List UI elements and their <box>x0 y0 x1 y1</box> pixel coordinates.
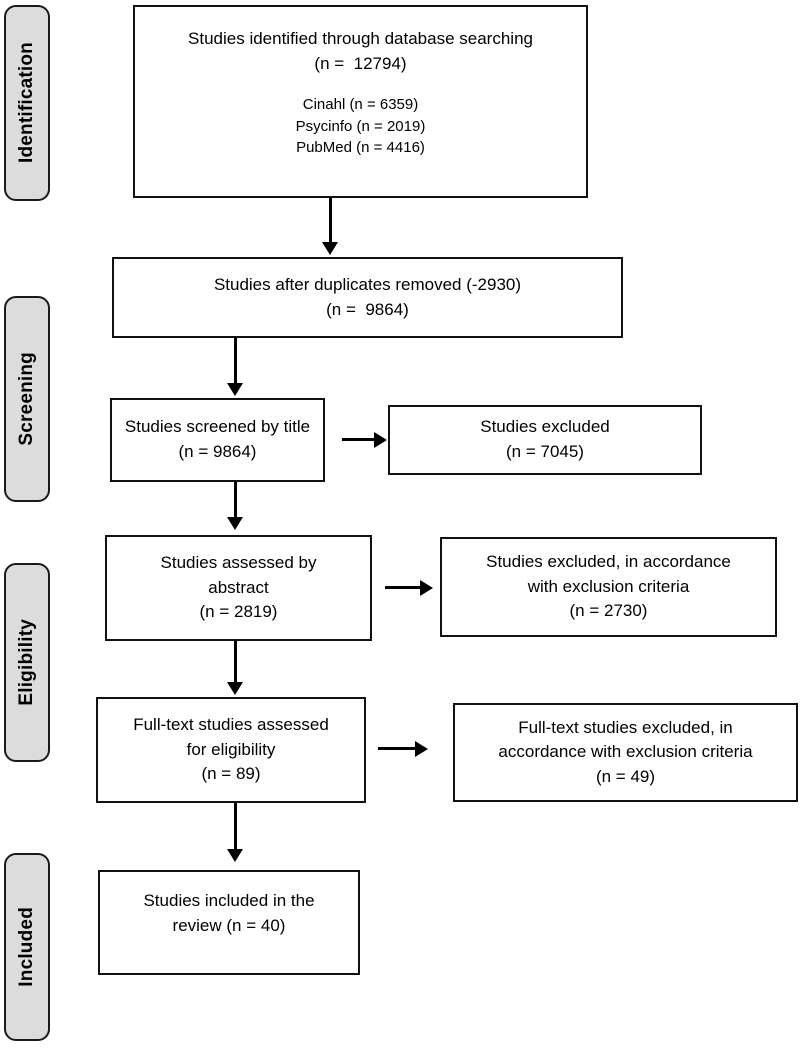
box-duplicates-removed: Studies after duplicates removed (-2930)… <box>112 257 623 338</box>
box-assessed-by-abstract: Studies assessed by abstract (n = 2819) <box>105 535 372 641</box>
box-fulltext-excluded-line2: accordance with exclusion criteria <box>498 742 753 762</box>
box-fulltext-excluded-total: (n = 49) <box>595 766 656 786</box>
box-studies-identified-source-pubmed: PubMed (n = 4416) <box>296 138 425 156</box>
box-studies-excluded-title: Studies excluded (n = 7045) <box>388 405 702 475</box>
box-studies-identified-source-cinahl: Cinahl (n = 6359) <box>302 96 419 114</box>
box-studies-identified-line1: Studies identified through database sear… <box>188 29 533 48</box>
box-assessed-by-abstract-line2: abstract <box>208 577 269 597</box>
stage-tab-eligibility-label: Eligibility <box>16 619 37 706</box>
arrow-abstract-to-excluded-line <box>385 586 422 589</box>
arrow-screened-to-excluded-head <box>374 432 387 448</box>
stage-tab-screening-label: Screening <box>16 352 37 446</box>
box-included-in-review-line1: Studies included in the <box>143 891 315 910</box>
box-assessed-by-abstract-total: (n = 2819) <box>199 602 278 622</box>
box-fulltext-assessed-line1: Full-text studies assessed <box>133 715 329 735</box>
box-studies-excluded-abstract: Studies excluded, in accordance with exc… <box>440 537 777 637</box>
box-studies-identified: Studies identified through database sear… <box>133 5 588 198</box>
arrow-duplicates-to-screened-head <box>227 383 243 396</box>
box-assessed-by-abstract-line1: Studies assessed by <box>160 553 317 573</box>
box-screened-by-title-line1: Studies screened by title <box>124 417 311 437</box>
box-studies-identified-total: (n = 12794) <box>314 53 407 73</box>
arrow-fulltext-to-included-line <box>234 803 237 851</box>
box-duplicates-removed-total: (n = 9864) <box>326 299 409 319</box>
arrow-abstract-to-fulltext-head <box>227 682 243 695</box>
box-fulltext-assessed-total: (n = 89) <box>201 764 261 784</box>
arrow-duplicates-to-screened-line <box>234 338 237 385</box>
stage-tab-included: Included <box>4 853 50 1041</box>
stage-tab-included-label: Included <box>16 907 37 987</box>
arrow-abstract-to-excluded-head <box>420 580 433 596</box>
arrow-screened-to-excluded-line <box>342 438 376 441</box>
box-fulltext-excluded: Full-text studies excluded, in accordanc… <box>453 703 798 802</box>
arrow-fulltext-to-excluded-head <box>415 741 428 757</box>
arrow-fulltext-to-included-head <box>227 849 243 862</box>
box-fulltext-assessed: Full-text studies assessed for eligibili… <box>96 697 366 803</box>
arrow-abstract-to-fulltext-line <box>234 641 237 684</box>
stage-tab-identification: Identification <box>4 5 50 201</box>
box-screened-by-title-total: (n = 9864) <box>178 442 257 461</box>
arrow-identified-to-duplicates-line <box>329 198 332 244</box>
box-duplicates-removed-line1: Studies after duplicates removed (-2930) <box>213 274 522 294</box>
arrow-fulltext-to-excluded-line <box>378 747 417 750</box>
box-studies-excluded-title-total: (n = 7045) <box>506 442 584 461</box>
box-included-in-review: Studies included in the review (n = 40) <box>98 870 360 975</box>
box-fulltext-excluded-line1: Full-text studies excluded, in <box>518 717 733 737</box>
arrow-screened-to-abstract-line <box>234 482 237 519</box>
box-screened-by-title: Studies screened by title (n = 9864) <box>110 398 325 482</box>
box-spacer <box>143 76 578 94</box>
box-studies-excluded-abstract-total: (n = 2730) <box>569 601 648 621</box>
box-studies-excluded-abstract-line2: with exclusion criteria <box>527 576 690 596</box>
arrow-identified-to-duplicates-head <box>322 242 338 255</box>
stage-tab-screening: Screening <box>4 296 50 502</box>
arrow-screened-to-abstract-head <box>227 517 243 530</box>
box-studies-excluded-title-line1: Studies excluded <box>480 417 610 437</box>
box-fulltext-assessed-line2: for eligibility <box>186 739 276 759</box>
box-studies-identified-source-psycinfo: Psycinfo (n = 2019) <box>295 117 426 135</box>
box-studies-excluded-abstract-line1: Studies excluded, in accordance <box>486 552 731 572</box>
stage-tab-identification-label: Identification <box>16 42 37 164</box>
stage-tab-eligibility: Eligibility <box>4 563 50 762</box>
box-included-in-review-line2: review (n = 40) <box>172 915 286 935</box>
